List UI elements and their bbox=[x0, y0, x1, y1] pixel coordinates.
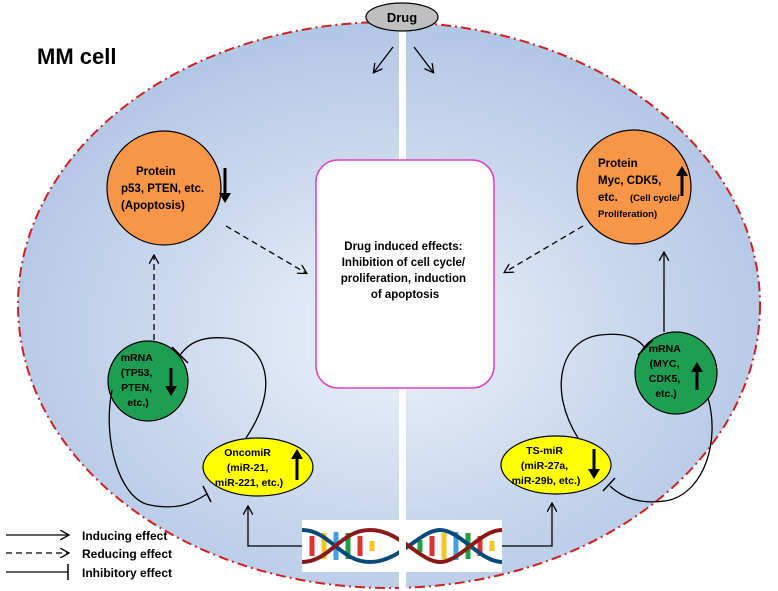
left-oncomir-up-arrow-icon bbox=[291, 449, 303, 480]
right-tsmir-inhibit-bar bbox=[637, 339, 654, 356]
right-tsmir-down-arrow-icon bbox=[588, 449, 600, 479]
drug-effects-box bbox=[315, 159, 495, 389]
left-protein-text: Protein p53, PTEN, etc. (Apoptosis) bbox=[121, 166, 207, 212]
right-dna-to-tsmir-arrow bbox=[502, 504, 552, 547]
left-protein-to-center-arrow bbox=[225, 225, 306, 273]
right-tsmir-inhibits-mrna bbox=[560, 333, 646, 439]
right-mrna-text: mRNA (MYC, CDK5, etc.) bbox=[649, 343, 684, 400]
cell-title: MM cell bbox=[37, 44, 116, 69]
left-oncomir-inhibit-bar bbox=[171, 346, 189, 364]
right-protein-node bbox=[576, 129, 692, 245]
legend-reducing-label: Reducing effect bbox=[82, 547, 172, 561]
drug-label: Drug bbox=[387, 10, 417, 25]
legend-inhibitory-label: Inhibitory effect bbox=[82, 566, 172, 580]
right-protein-up-arrow-icon bbox=[676, 166, 688, 196]
dna-helix-icon bbox=[301, 518, 503, 574]
right-mrna-up-arrow-icon bbox=[691, 362, 703, 390]
left-mrna-node bbox=[107, 340, 189, 422]
right-mrna-inhibit-bar bbox=[602, 477, 616, 492]
left-mrna-inhibits-oncomir bbox=[108, 389, 208, 508]
drug-node bbox=[365, 2, 439, 32]
legend-inducing-label: Inducing effect bbox=[82, 529, 167, 543]
legend: Inducing effect Reducing effect Inhibito… bbox=[6, 529, 172, 580]
right-mrna-inhibits-tsmir bbox=[609, 397, 713, 503]
right-tsmir-text: TS-miR (miR-27a, miR-29b, etc.) bbox=[512, 445, 581, 487]
drug-arrow-right bbox=[413, 46, 433, 72]
left-protein-down-arrow-icon bbox=[219, 168, 231, 203]
left-protein-node bbox=[106, 130, 222, 246]
left-dna-to-oncomir-arrow bbox=[248, 507, 302, 547]
right-protein-to-center-arrow bbox=[505, 225, 584, 272]
drug-effects-text: Drug induced effects: Inhibition of cell… bbox=[341, 241, 469, 301]
left-oncomir-inhibits-mrna bbox=[179, 337, 267, 439]
right-mrna-node bbox=[634, 331, 718, 415]
drug-arrow-left bbox=[374, 46, 394, 72]
left-mrna-down-arrow-icon bbox=[165, 368, 177, 396]
left-mrna-text: mRNA (TP53, PTEN, etc.) bbox=[121, 352, 156, 409]
left-mrna-inhibit-bar bbox=[202, 485, 212, 503]
right-tsmir-node bbox=[500, 435, 612, 495]
left-oncomir-text: OncomiR (miR-21, miR-221, etc.) bbox=[215, 447, 283, 489]
right-protein-text: Protein Myc, CDK5, etc. (Cell cycle/ Pro… bbox=[598, 154, 684, 220]
left-oncomir-node bbox=[202, 437, 314, 497]
